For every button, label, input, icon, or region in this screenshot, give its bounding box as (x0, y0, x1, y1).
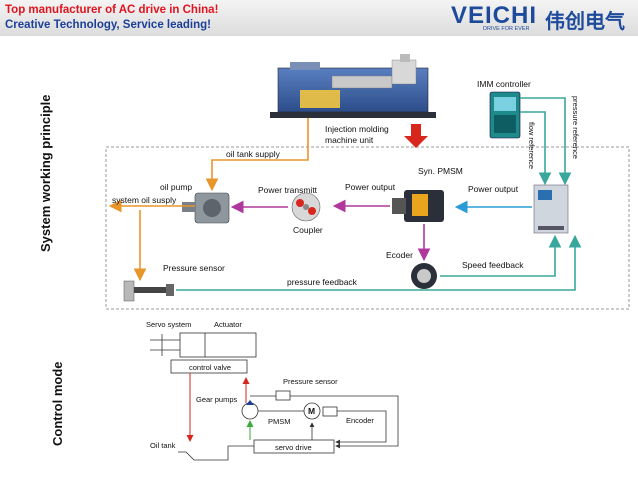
oil-pump-label: oil pump (160, 182, 192, 192)
pressure-feedback-arrow (176, 234, 582, 291)
machine-label-2: machine unit (325, 135, 374, 145)
brand-logo-cn: 伟创电气 (545, 11, 625, 33)
pressure-feedback-label: pressure feedback (287, 277, 358, 287)
red-down-arrow (404, 124, 428, 148)
power-output-1-label: Power output (345, 182, 396, 192)
servo-drive-unit (533, 184, 569, 234)
header-bar: Top manufacturer of AC drive in China! C… (0, 0, 638, 36)
encoder-feedback-loop (335, 410, 387, 445)
header-tagline-2: Creative Technology, Service leading! (5, 19, 212, 31)
control-servo-drive-box (253, 439, 335, 454)
syn-pmsm-label: Syn. PMSM (418, 166, 463, 176)
oil-tank-supply-label: oil tank supply (226, 149, 281, 159)
sensor-feedback-loop (290, 395, 399, 449)
speed-feedback-arrow (440, 234, 562, 277)
brand-slogan: DRIVE FOR EVER (483, 26, 530, 32)
servo-system-label: Servo system (146, 320, 191, 329)
oil-pump (182, 192, 230, 224)
encoder-device (411, 263, 437, 289)
oil-tank-supply-arrow (205, 118, 309, 192)
pmsm-label: PMSM (268, 417, 291, 426)
gear-pump-symbol (241, 400, 259, 420)
imm-controller-label: IMM controller (477, 79, 531, 89)
system-frame (105, 146, 630, 310)
injection-molding-machine (270, 54, 436, 118)
header-tagline-1: Top manufacturer of AC drive in China! (5, 4, 219, 16)
control-pressure-sensor-box (275, 390, 291, 401)
system-oil-supply-label: system oil susply (112, 195, 177, 205)
control-valve-box (170, 359, 248, 374)
flow-reference-label: flow reference (527, 122, 536, 169)
machine-label-1: Injection molding (325, 124, 389, 134)
power-output-2-label: Power output (468, 184, 519, 194)
encoder-box (322, 406, 338, 417)
oil-tank-label: Oil tank (150, 441, 176, 450)
flow-reference-line (520, 111, 552, 186)
control-valve-label: control valve (189, 363, 231, 372)
oil-tank-line (178, 445, 254, 461)
speed-feedback-label: Speed feedback (462, 260, 524, 270)
gear-pumps-label: Gear pumps (196, 395, 238, 404)
pressure-reference-label: pressure reference (571, 96, 580, 159)
pressure-reference-line (520, 97, 572, 186)
coupler-label: Coupler (293, 225, 323, 235)
imm-controller (489, 91, 521, 139)
ecoder-label: Ecoder (386, 250, 413, 260)
coupler (291, 192, 321, 222)
control-servo-drive-label: servo drive (275, 443, 312, 452)
control-pressure-sensor-label: Pressure sensor (283, 377, 338, 386)
actuator-cylinder (150, 332, 257, 358)
brand-logo: VEICHI (451, 2, 538, 29)
motor-letter: M (308, 406, 315, 416)
pressure-sensor-device (123, 280, 174, 302)
motor-symbol (303, 402, 321, 420)
pmsm-motor (392, 190, 444, 222)
encoder-label: Encoder (346, 416, 374, 425)
actuator-label: Actuator (214, 320, 242, 329)
power-transmit-label: Power transmitt (258, 185, 318, 195)
pressure-sensor-label: Pressure sensor (163, 263, 225, 273)
